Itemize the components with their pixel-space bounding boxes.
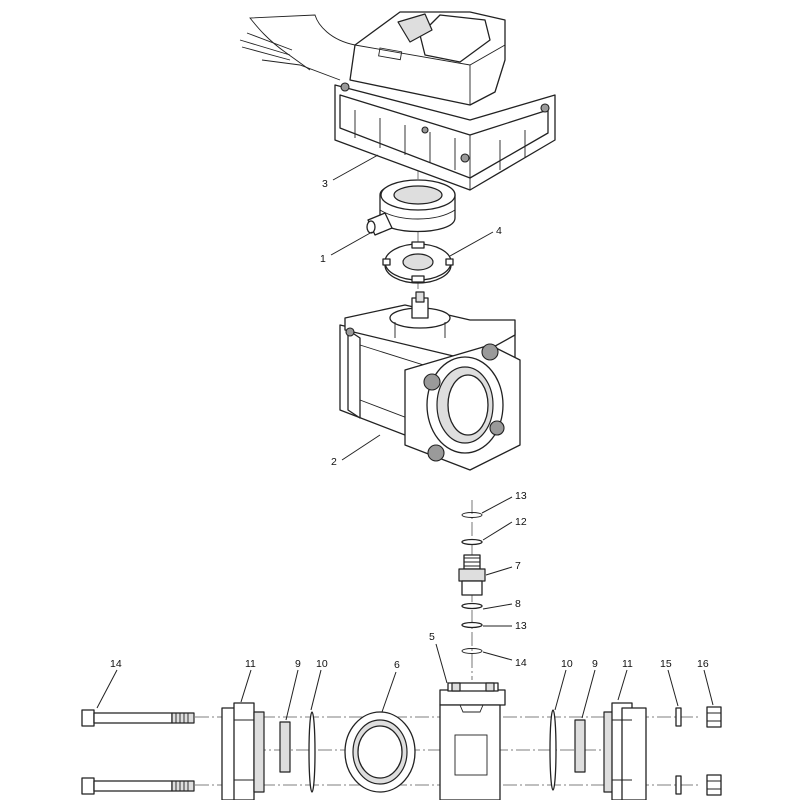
spacer-plate-part-4 <box>382 241 454 284</box>
callout-16: 16 <box>697 658 709 670</box>
gasket-part-9-right <box>574 719 586 773</box>
callout-10-right: 10 <box>561 658 573 670</box>
actuator-part-3 <box>239 11 556 191</box>
end-connector-part-11-right <box>603 702 647 800</box>
callout-1: 1 <box>320 253 326 265</box>
callout-3: 3 <box>322 178 328 190</box>
callout-10-left: 10 <box>316 658 328 670</box>
callout-6: 6 <box>394 659 400 671</box>
seat-ring-part-6 <box>344 711 416 793</box>
end-connector-part-11-left <box>221 702 265 800</box>
center-body-part-5 <box>439 682 506 800</box>
fitting-part-7 <box>458 554 486 596</box>
leader-lines <box>96 154 714 721</box>
bolt-part-14 <box>81 709 195 795</box>
oring-part-10-left <box>308 711 316 793</box>
callout-9-right: 9 <box>592 658 598 670</box>
callout-12-top: 12 <box>515 516 527 528</box>
callout-11-right: 11 <box>622 658 633 670</box>
callout-labels: 3 1 4 2 13 12 7 8 13 14 5 6 14 11 9 10 1… <box>110 178 709 671</box>
callout-14: 14 <box>110 658 122 670</box>
callout-9-left: 9 <box>295 658 301 670</box>
callout-13-bottom: 14 <box>515 657 527 669</box>
callout-2: 2 <box>331 456 337 468</box>
callout-7: 7 <box>515 560 521 572</box>
callout-4: 4 <box>496 225 502 237</box>
valve-body-part-2 <box>339 291 521 471</box>
coupler-part-1 <box>366 179 456 236</box>
callout-12-bottom: 13 <box>515 620 527 632</box>
fitting-stack <box>458 512 486 654</box>
callout-8: 8 <box>515 598 521 610</box>
oring-part-10-right <box>549 709 557 791</box>
callout-13-top: 13 <box>515 490 527 502</box>
washer-part-15 <box>675 707 682 795</box>
callout-11-left: 11 <box>245 658 256 670</box>
nut-part-16 <box>706 706 722 796</box>
callout-5: 5 <box>429 631 435 643</box>
gasket-part-9-left <box>279 721 291 773</box>
callout-15: 15 <box>660 658 672 670</box>
